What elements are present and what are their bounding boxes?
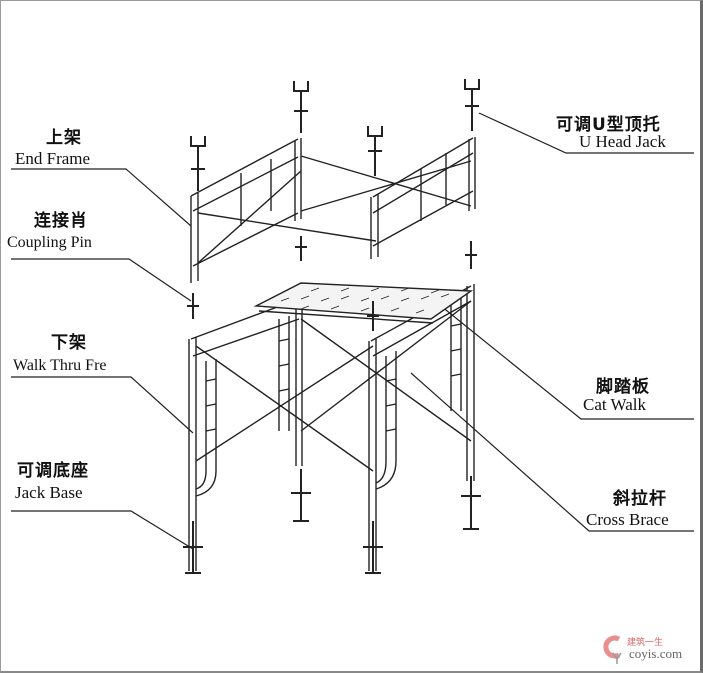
watermark-text-en: coyis.com [629,646,683,661]
cross-brace-label-en: Cross Brace [586,510,669,529]
cat-walk-label-zh: 脚踏板 [596,377,650,397]
u-head-jacks [190,79,480,191]
end-frame-label-zh: 上架 [46,128,82,148]
cross-brace-label-zh: 斜拉杆 [613,489,667,509]
walk-thru-frame-label-zh: 下架 [51,333,87,353]
lower-frames [188,284,475,571]
leader-lines [11,112,694,550]
u-head-jack-label-zh: 可调U型顶托 [556,115,661,135]
coupling-pin-label-en: Coupling Pin [7,234,92,251]
end-frame-label-en: End Frame [15,149,91,168]
walk-thru-frame-label-en: Walk Thru Fre [13,357,107,374]
upper-frames [190,137,476,283]
coupling-pin-label-zh: 连接肖 [34,211,88,231]
cat-walk-label-en: Cat Walk [583,395,647,414]
coupling-pins [187,236,477,331]
base-jacks [183,469,481,574]
watermark-logo-icon [603,635,622,664]
watermark-text-zh: 建筑一生 [627,638,664,648]
cat-walk-plank [253,282,474,324]
jack-base-label-en: Jack Base [15,483,83,502]
u-head-jack-label-en: U Head Jack [579,132,666,151]
jack-base-label-zh: 可调底座 [17,461,89,481]
